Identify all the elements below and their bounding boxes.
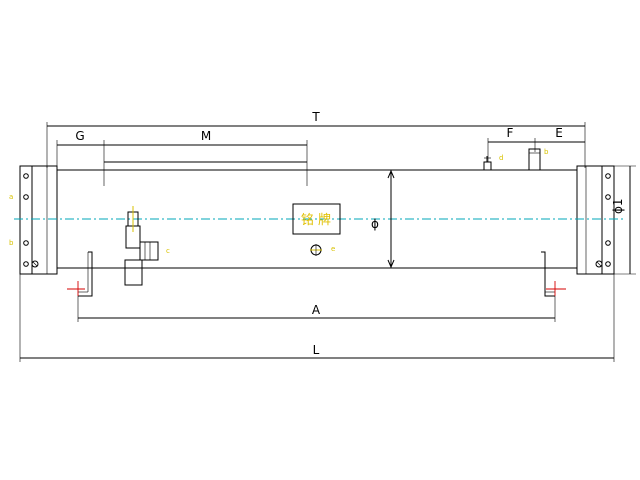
callout-b: b [544, 148, 549, 156]
callout-c: c [166, 247, 170, 255]
top-fitting-b: b [528, 148, 549, 171]
right-support [541, 251, 566, 322]
callout-d: d [499, 154, 503, 162]
dimension-a: A [78, 303, 555, 319]
dimension-f: F [487, 126, 536, 162]
bolt-icon [605, 261, 611, 267]
right-end-cover [576, 165, 615, 275]
dimension-l-label: L [313, 343, 320, 357]
bolt-icon [605, 173, 611, 179]
drain-port: e [310, 244, 335, 256]
callout-a: a [9, 193, 13, 201]
dimension-g-label: G [75, 129, 84, 143]
bolt-icon [605, 240, 611, 246]
dimension-phi-label: ϕ [371, 217, 379, 231]
nut-icon [595, 260, 603, 268]
nameplate-text: 铭 牌 [301, 212, 331, 228]
dimension-e: E [535, 126, 585, 143]
dimension-m: M [104, 129, 308, 186]
dimension-phi1: ϕ1 [611, 165, 636, 275]
bolt-icon [23, 173, 29, 179]
refrigerant-connection: c [124, 206, 170, 286]
callout-e: e [331, 245, 335, 253]
bolt-icon [23, 240, 29, 246]
bolt-icon [605, 194, 611, 200]
dimension-f-label: F [507, 126, 514, 140]
dimension-m-label: M [201, 129, 211, 143]
top-fitting-d: d [483, 154, 503, 171]
dimension-t: T [46, 110, 586, 168]
left-end-cover: a b [9, 165, 58, 275]
dimension-phi1-label: ϕ1 [611, 198, 625, 214]
dimension-l: L [19, 274, 615, 362]
nameplate: 铭 牌 [292, 203, 341, 235]
callout-b-left: b [9, 239, 14, 247]
bolt-icon [23, 194, 29, 200]
dimension-t-label: T [311, 110, 320, 124]
dimension-a-label: A [312, 303, 321, 317]
nut-icon [31, 260, 39, 268]
left-support [67, 251, 93, 322]
dimension-e-label: E [555, 126, 563, 140]
dimension-g: G [56, 129, 105, 186]
bolt-icon [23, 261, 29, 267]
dimension-phi: ϕ [371, 169, 395, 269]
